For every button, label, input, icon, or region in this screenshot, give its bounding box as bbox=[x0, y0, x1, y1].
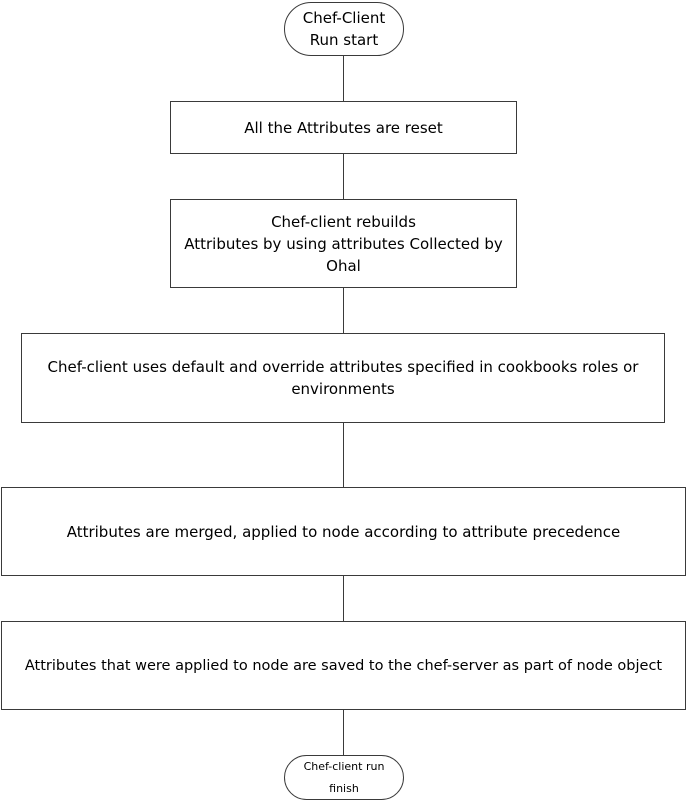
step-default-override-box: Chef-client uses default and override at… bbox=[21, 333, 665, 423]
start-line-1: Chef-Client bbox=[302, 9, 386, 27]
step-rebuild-line-2: Attributes by using attributes Collected… bbox=[184, 234, 503, 253]
step-rebuild-line-3: Ohal bbox=[326, 256, 361, 275]
start-line-2: Run start bbox=[309, 31, 379, 49]
finish-text: Chef-client run finish bbox=[303, 759, 385, 795]
start-terminator: Chef-Client Run start bbox=[284, 2, 404, 56]
step-reset-text: All the Attributes are reset bbox=[244, 118, 443, 137]
step-rebuild-box: Chef-client rebuilds Attributes by using… bbox=[170, 199, 517, 288]
step-default-override-line-1: Chef-client uses default and override at… bbox=[47, 358, 639, 376]
step-save-text: Attributes that were applied to node are… bbox=[24, 657, 663, 674]
finish-terminator: Chef-client run finish bbox=[284, 755, 404, 800]
step-reset-box: All the Attributes are reset bbox=[170, 101, 517, 154]
step-default-override-line-2: environments bbox=[291, 380, 395, 398]
step-rebuild-line-1: Chef-client rebuilds bbox=[271, 212, 416, 231]
step-merge-box: Attributes are merged, applied to node a… bbox=[1, 487, 686, 576]
step-save-box: Attributes that were applied to node are… bbox=[1, 621, 686, 710]
step-merge-text: Attributes are merged, applied to node a… bbox=[66, 522, 621, 541]
